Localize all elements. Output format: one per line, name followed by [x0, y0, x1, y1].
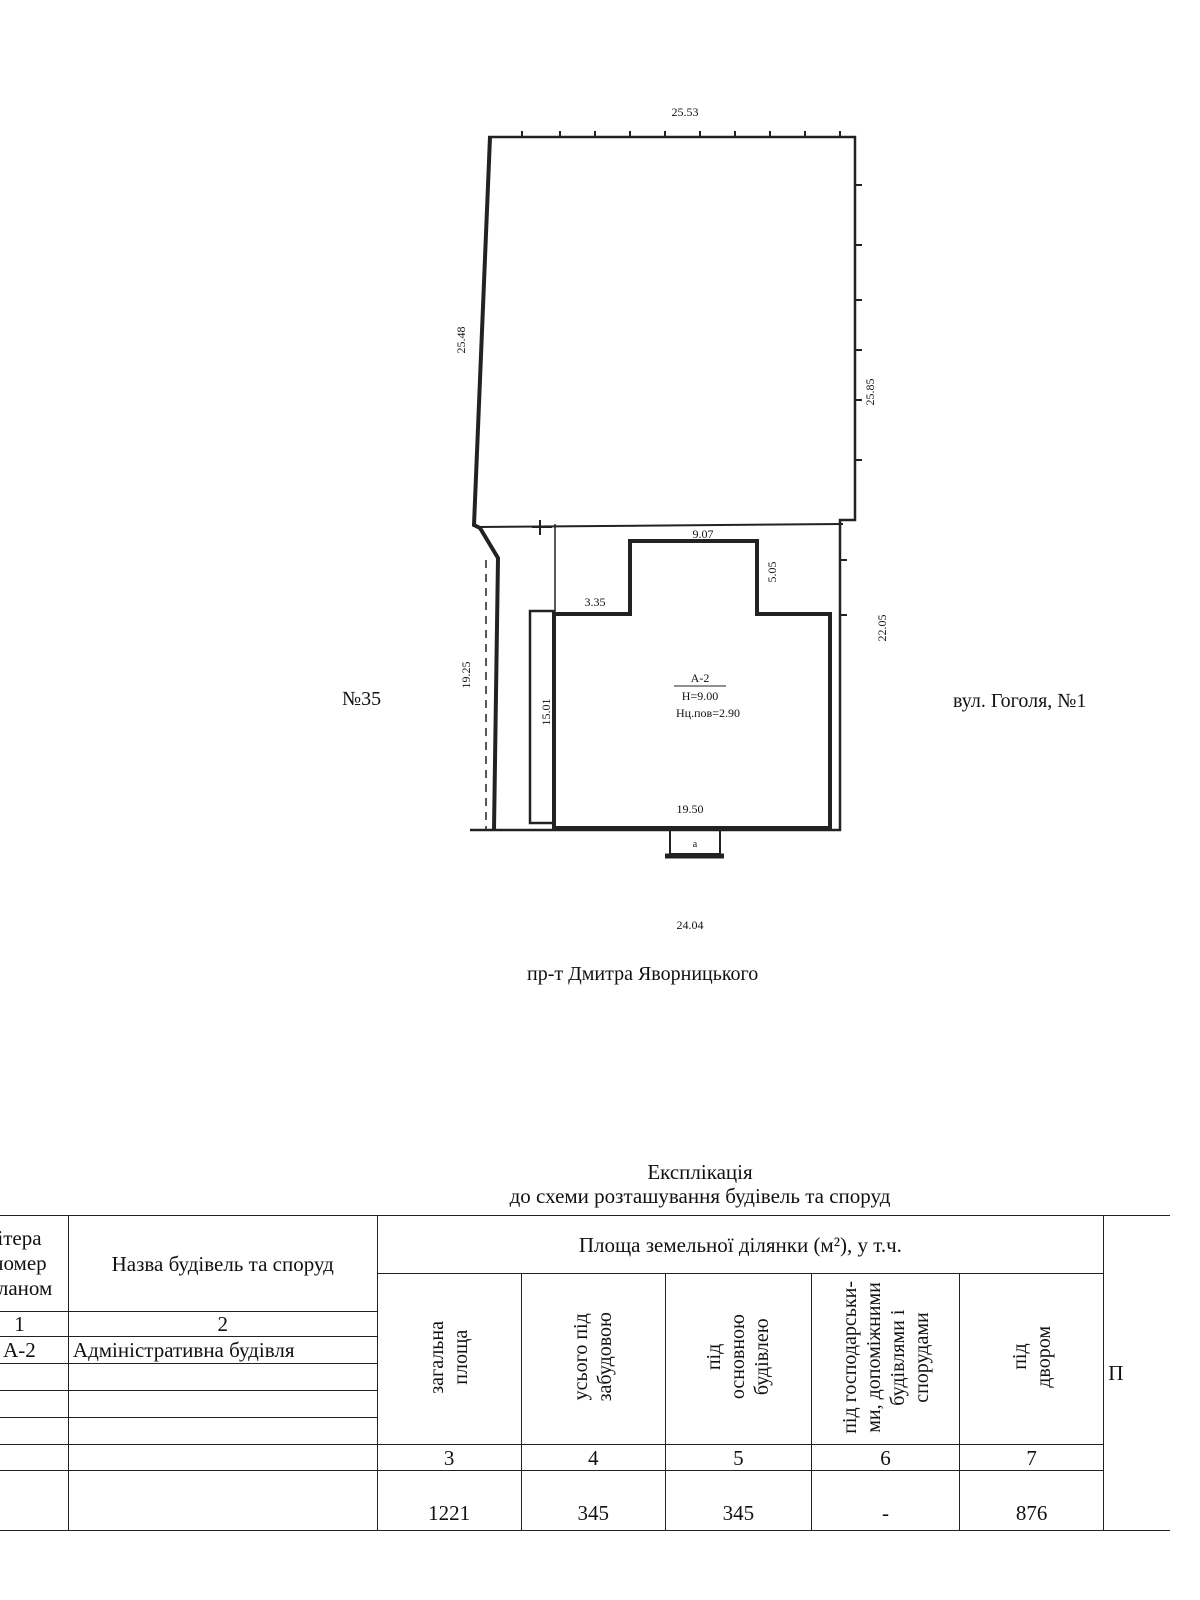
col-number-4: 4: [520, 1444, 666, 1471]
header-name: Назва будівель та споруд: [67, 1215, 378, 1312]
col-number-6: 6: [810, 1444, 961, 1471]
parcel-left-edge: [471, 136, 501, 831]
parcel-boundary: [470, 135, 857, 832]
col-number-2: 2: [67, 1311, 378, 1337]
top-ticks: [521, 131, 841, 137]
dim-right-upper: 25.85: [863, 379, 877, 406]
empty-cell: [0, 1363, 69, 1391]
col-number-3: 3: [376, 1444, 522, 1471]
empty-cell: [0, 1417, 69, 1445]
dim-right-lower: 22.05: [875, 615, 889, 642]
neighbor-right-label: вул. Гоголя, №1: [953, 690, 1087, 712]
dim-building-top: 9.07: [693, 527, 714, 541]
dim-top: 25.53: [672, 105, 699, 119]
dim-building-left: 15.01: [539, 699, 553, 726]
value-yard: 876: [959, 1470, 1105, 1531]
empty-cell: [67, 1390, 378, 1418]
dim-building-notch: 5.05: [765, 562, 779, 583]
empty-cell: [67, 1417, 378, 1445]
explication-title-line1: Експлікація: [647, 1160, 753, 1184]
building-height: Н=9.00: [682, 689, 718, 703]
site-plan: 25.53 25.48 25.85 19.25 22.05 24.04 9.07…: [454, 105, 889, 932]
col-number-7: 7: [959, 1444, 1105, 1471]
explication-title: Експлікація до схеми розташування будіве…: [420, 1160, 980, 1208]
porch-label: а: [693, 839, 698, 850]
explication-title-line2: до схеми розташування будівель та споруд: [509, 1184, 891, 1208]
header-cut: П: [1103, 1215, 1170, 1531]
header-area: Площа земельної ділянки (м²), у т.ч.: [376, 1215, 1105, 1274]
building-code: А-2: [691, 671, 710, 685]
value-total: 1221: [376, 1470, 522, 1531]
right-ticks: [840, 184, 862, 616]
empty-cell: [67, 1470, 378, 1531]
street-bottom-label: пр-т Дмитра Яворницького: [527, 963, 759, 985]
explication-table: ітера номер планом Назва будівель та спо…: [0, 1215, 1170, 1531]
empty-cell: [0, 1390, 69, 1418]
row-code: А-2: [0, 1336, 69, 1364]
dim-building-step: 3.35: [585, 595, 606, 609]
empty-cell: [0, 1470, 69, 1531]
neighbor-left-label: №35: [342, 688, 382, 710]
dim-left-upper: 25.48: [454, 327, 468, 354]
value-aux: -: [810, 1470, 961, 1531]
col-number-1: 1: [0, 1311, 69, 1337]
dim-bottom-outer: 24.04: [677, 918, 704, 932]
col-number-5: 5: [664, 1444, 812, 1471]
value-built: 345: [520, 1470, 666, 1531]
empty-cell: [67, 1363, 378, 1391]
value-main: 345: [664, 1470, 812, 1531]
dim-left-lower: 19.25: [459, 662, 473, 689]
building-outline: [552, 539, 832, 830]
empty-cell: [67, 1444, 378, 1471]
building-floor-height: Нц.пов=2.90: [676, 706, 740, 720]
empty-cell: [0, 1444, 69, 1471]
dim-building-bottom: 19.50: [677, 802, 704, 816]
row-name: Адміністративна будівля: [67, 1336, 378, 1364]
header-code: ітера номер планом: [0, 1215, 69, 1312]
